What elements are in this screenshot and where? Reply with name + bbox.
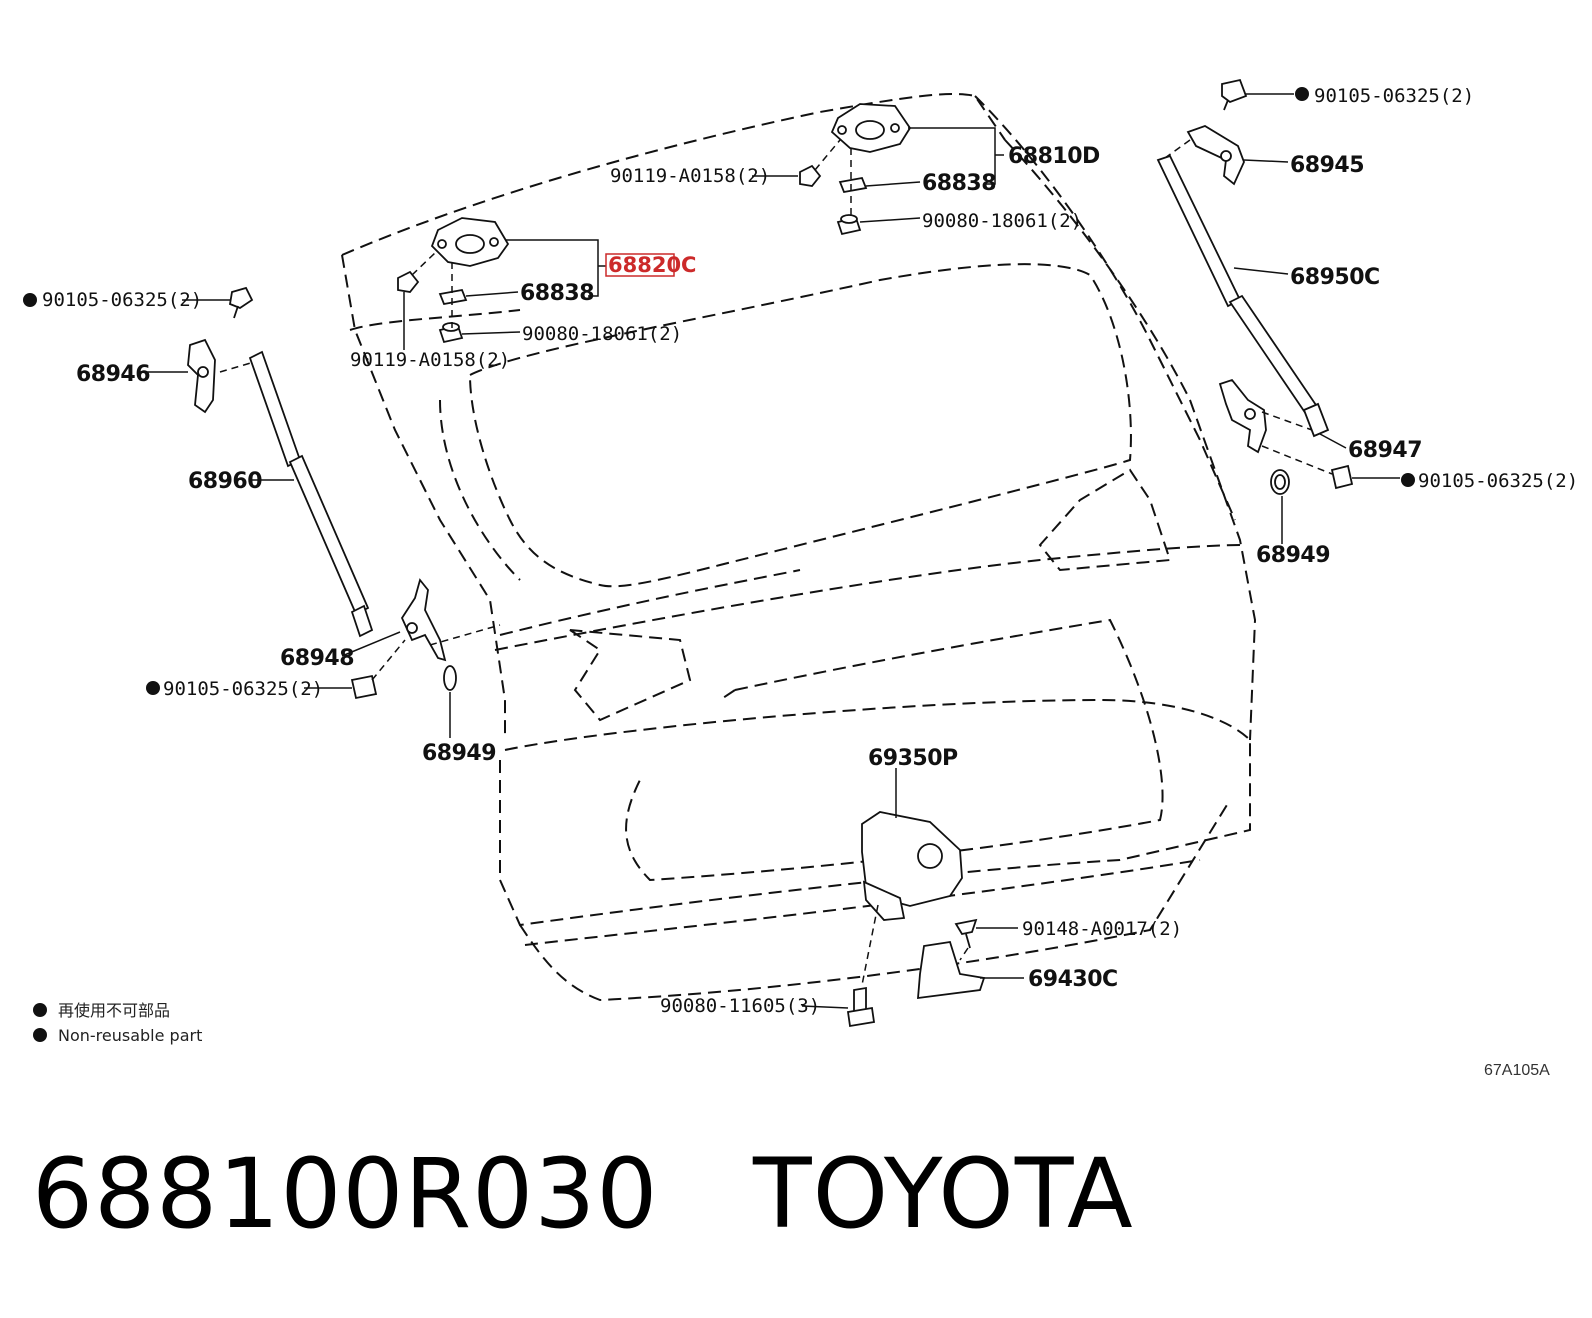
label-68950C[interactable]: 68950C xyxy=(1290,265,1380,290)
tailgate-parts-diagram: 68810D 68838 90119-A0158(2) 90080-18061(… xyxy=(23,78,1578,1079)
bolt-90105-lower-left xyxy=(350,674,378,700)
label-69430C[interactable]: 69430C xyxy=(1028,967,1118,992)
legend-dot-2 xyxy=(33,1028,47,1042)
bolt-90119-top xyxy=(799,164,822,187)
label-68949-left[interactable]: 68949 xyxy=(422,741,497,766)
non-reusable-markers xyxy=(23,87,1415,695)
label-68838-left[interactable]: 68838 xyxy=(520,281,595,306)
hinge-left-68820C[interactable] xyxy=(430,217,510,267)
label-68838-top[interactable]: 68838 xyxy=(922,171,997,196)
label-90105-right[interactable]: 90105-06325(2) xyxy=(1418,470,1578,492)
bracket-68945 xyxy=(1186,125,1245,186)
label-68960[interactable]: 68960 xyxy=(188,469,263,494)
shim-68838-left xyxy=(438,288,468,306)
nut-90080-left xyxy=(438,322,464,344)
label-90119-left[interactable]: 90119-A0158(2) xyxy=(350,349,510,371)
lock-assembly-69350P[interactable] xyxy=(861,811,963,921)
label-68949-right[interactable]: 68949 xyxy=(1256,543,1331,568)
cushion-68949-right xyxy=(1270,469,1290,495)
bolt-90105-upper-left xyxy=(228,286,254,319)
label-90119-top[interactable]: 90119-A0158(2) xyxy=(610,165,770,187)
bracket-68947 xyxy=(1218,378,1267,454)
diagram-code: 67A105A xyxy=(1484,1062,1550,1079)
legend-line-2: Non-reusable part xyxy=(58,1026,202,1045)
label-68947[interactable]: 68947 xyxy=(1348,438,1423,463)
label-90080-bottom[interactable]: 90080-11605(3) xyxy=(660,995,820,1017)
leader-lines xyxy=(138,93,1400,1009)
gas-strut-68960[interactable] xyxy=(248,350,374,638)
shim-68838-top xyxy=(838,176,868,194)
label-69350P[interactable]: 69350P xyxy=(868,746,959,771)
nut-90080-top xyxy=(836,214,862,236)
screw-90148 xyxy=(954,918,978,949)
cushion-68949-left xyxy=(443,665,457,691)
label-90148[interactable]: 90148-A0017(2) xyxy=(1022,918,1182,940)
legend-line-1: 再使用不可部品 xyxy=(58,1001,170,1020)
label-68948[interactable]: 68948 xyxy=(280,646,355,671)
label-90105-left[interactable]: 90105-06325(2) xyxy=(42,289,202,311)
label-68945[interactable]: 68945 xyxy=(1290,153,1365,178)
bracket-68946 xyxy=(187,338,216,414)
label-68810D[interactable]: 68810D xyxy=(1008,144,1101,169)
legend-dot-1 xyxy=(33,1003,47,1017)
hinge-top-68810D[interactable] xyxy=(830,103,912,153)
footer-part-number: 688100R030 xyxy=(32,1138,659,1250)
tailgate-outline xyxy=(341,92,1257,1002)
highlight-box xyxy=(605,253,675,277)
label-90105-top-right[interactable]: 90105-06325(2) xyxy=(1314,85,1474,107)
label-90105-bottom-left[interactable]: 90105-06325(2) xyxy=(163,678,323,700)
footer-title: 688100R030 TOYOTA xyxy=(32,1138,1134,1250)
bracket-68948 xyxy=(400,578,447,662)
label-90080-top[interactable]: 90080-18061(2) xyxy=(922,210,1082,232)
label-90080-left[interactable]: 90080-18061(2) xyxy=(522,323,682,345)
legend: 再使用不可部品 Non-reusable part xyxy=(33,1001,202,1045)
footer-gap xyxy=(658,1138,753,1250)
striker-69430C[interactable] xyxy=(917,940,986,1000)
bolt-90105-right xyxy=(1330,464,1354,490)
bolt-90119-left xyxy=(397,270,420,293)
label-68820C[interactable]: 68820C xyxy=(608,253,696,277)
footer-brand: TOYOTA xyxy=(752,1138,1134,1250)
bolt-90080-bottom xyxy=(846,986,876,1028)
bolt-90105-top-right xyxy=(1221,78,1248,111)
gas-strut-68950C[interactable] xyxy=(1156,154,1330,438)
label-68946[interactable]: 68946 xyxy=(76,362,151,387)
